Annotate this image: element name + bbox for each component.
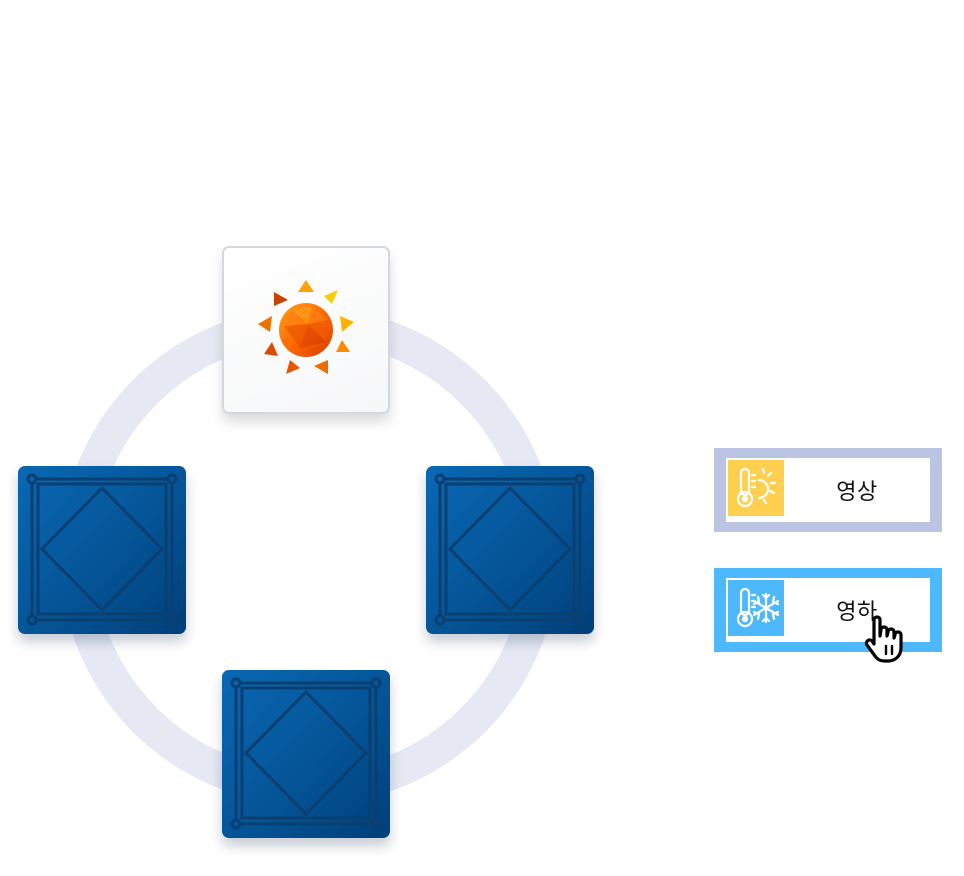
below-zero-button[interactable]: 영하 bbox=[714, 568, 942, 652]
thermometer-sun-icon bbox=[728, 460, 784, 516]
above-zero-button[interactable]: 영상 bbox=[714, 448, 942, 532]
crate-icon bbox=[230, 677, 382, 830]
sun-tile[interactable] bbox=[222, 246, 390, 414]
sun-icon bbox=[258, 280, 354, 374]
crate-tile-right[interactable] bbox=[426, 466, 594, 634]
above-zero-label: 영상 bbox=[836, 480, 878, 505]
crate-tile-left[interactable] bbox=[18, 466, 186, 634]
pointer-hand-icon bbox=[860, 606, 920, 666]
crate-icon bbox=[26, 473, 178, 626]
crate-tile-bottom[interactable] bbox=[222, 670, 390, 838]
thermometer-snowflake-icon bbox=[728, 580, 784, 636]
crate-icon bbox=[434, 473, 586, 626]
above-zero-button-face: 영상 bbox=[726, 458, 930, 522]
below-zero-label: 영하 bbox=[836, 600, 878, 625]
